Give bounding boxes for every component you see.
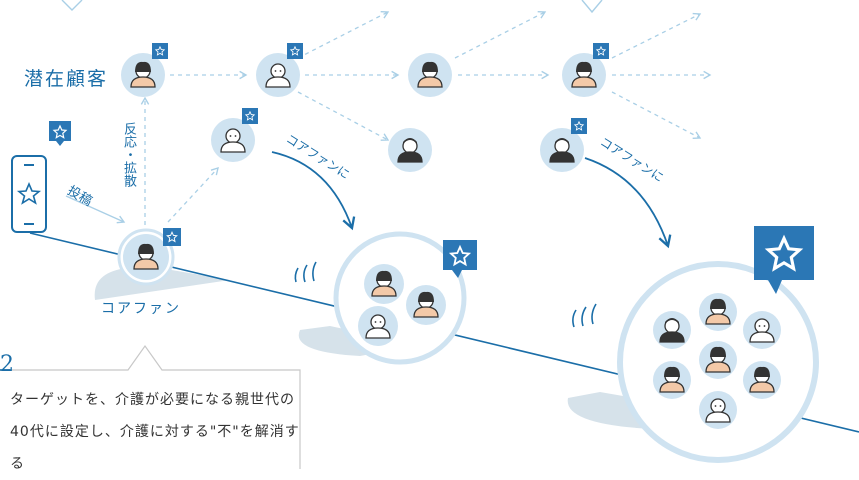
core-fan-group-medium bbox=[333, 231, 477, 365]
reaction-spread-label: 反応・拡散 bbox=[121, 122, 136, 187]
potential-customers-label: 潜在顧客 bbox=[24, 68, 109, 90]
potential-customer-6 bbox=[388, 128, 432, 172]
note-text: ターゲットを、介護が必要になる親世代の40代に設定し、介護に対する"不"を解消す… bbox=[10, 392, 300, 472]
star-icon bbox=[754, 226, 814, 294]
potential-customer-1 bbox=[121, 43, 168, 97]
motion-lines bbox=[294, 261, 597, 328]
note-callout bbox=[0, 344, 301, 469]
star-icon bbox=[49, 121, 71, 146]
potential-customer-5 bbox=[211, 108, 258, 162]
smartphone-icon bbox=[11, 121, 71, 233]
curved-arrows bbox=[271, 151, 672, 249]
core-fan-label: コアファン bbox=[101, 301, 181, 317]
note-number: 2 bbox=[0, 352, 14, 377]
potential-customer-7 bbox=[540, 118, 587, 172]
dashed-arrows bbox=[65, 10, 712, 225]
top-chevrons bbox=[61, 0, 603, 14]
core-fan-group-large bbox=[617, 226, 819, 463]
fan-growth-diagram bbox=[0, 0, 859, 469]
potential-customer-3 bbox=[408, 53, 452, 97]
star-icon bbox=[443, 240, 477, 278]
potential-customer-4 bbox=[562, 43, 609, 97]
potential-customer-2 bbox=[256, 43, 303, 97]
core-fan bbox=[117, 228, 181, 286]
